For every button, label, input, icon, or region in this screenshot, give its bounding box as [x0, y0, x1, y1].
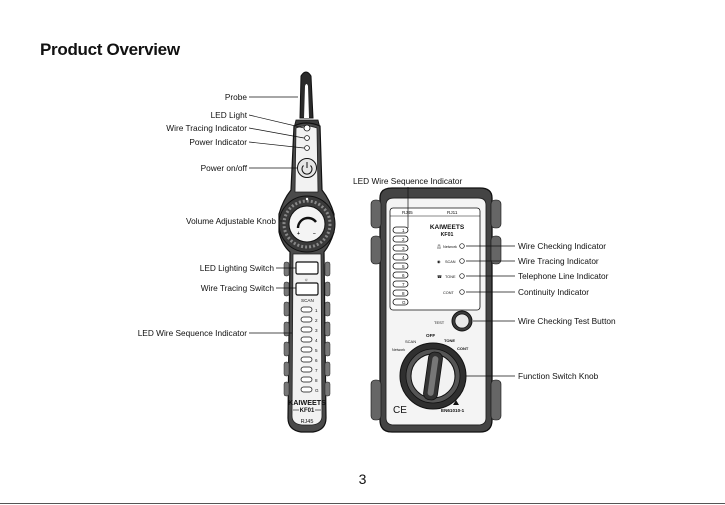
- dial-cont-label: CONT: [457, 346, 469, 351]
- receiver-led-num: G: [402, 300, 406, 305]
- receiver-led-num: 4: [402, 255, 405, 260]
- receiver-led-num: 2: [402, 237, 405, 242]
- receiver-led-num: 6: [402, 273, 405, 278]
- phone-icon: ☎: [437, 274, 442, 279]
- label-led-light: LED Light: [211, 110, 248, 120]
- probe-led-num: 2: [315, 318, 318, 323]
- probe-led-num: 8: [315, 378, 318, 383]
- indicator-tone-label: TONE: [445, 275, 456, 279]
- standard-label: EN61010-1: [441, 408, 465, 413]
- dial-scan-label: SCAN: [405, 339, 416, 344]
- page-title: Product Overview: [40, 40, 180, 59]
- indicator-network-label: Network: [443, 245, 457, 249]
- label-continuity-indicator: Continuity Indicator: [518, 287, 589, 297]
- label-telephone-line-indicator: Telephone Line Indicator: [518, 271, 609, 281]
- receiver-device: RJ45 RJ11 1 2 3 4 5 6 7 8 G KAIWEETS KF0…: [370, 187, 502, 433]
- label-led-lighting-switch: LED Lighting Switch: [200, 263, 275, 273]
- test-label: TEST: [434, 320, 445, 325]
- label-power-onoff: Power on/off: [201, 163, 248, 173]
- wire-tracing-switch[interactable]: [295, 282, 319, 296]
- receiver-model: KF01: [441, 232, 454, 238]
- label-probe: Probe: [225, 92, 248, 102]
- probe-port: RJ45: [301, 419, 314, 425]
- label-function-switch-knob: Function Switch Knob: [518, 371, 599, 381]
- probe-model: KF01: [300, 408, 315, 414]
- label-power-indicator: Power Indicator: [189, 137, 247, 147]
- receiver-led-num: 8: [402, 291, 405, 296]
- receiver-led-num: 5: [402, 264, 405, 269]
- network-icon: 品: [437, 244, 441, 249]
- probe-brand: KAIWEETS: [288, 398, 326, 407]
- probe-led-sequence: 1 2 3 4 5 6 7 8 G: [300, 306, 319, 393]
- warning-icon: [453, 400, 459, 405]
- receiver-led-sequence: 1 2 3 4 5 6 7 8 G: [392, 226, 409, 306]
- receiver-led-num: 1: [402, 228, 405, 233]
- volume-minus-label: −: [313, 231, 316, 237]
- probe-led-num: 5: [315, 348, 318, 353]
- label-wire-tracing-switch: Wire Tracing Switch: [201, 283, 275, 293]
- receiver-indicators: 品 Network ◉ SCAN ☎ TONE CONT: [437, 243, 465, 295]
- probe-device: + − ☼ SCAN 1 2 3 4 5 6 7 8 G: [278, 71, 336, 433]
- label-receiver-led-sequence: LED Wire Sequence Indicator: [353, 176, 463, 186]
- volume-plus-label: +: [297, 231, 300, 237]
- probe-led-num: 7: [315, 368, 318, 373]
- scan-icon: ◉: [437, 259, 441, 264]
- probe-led-num: 4: [315, 338, 318, 343]
- indicator-cont-label: CONT: [443, 291, 454, 295]
- label-wire-tracing-indicator: Wire Tracing Indicator: [166, 123, 247, 133]
- probe-led-num: 3: [315, 328, 318, 333]
- label-receiver-wire-tracing-indicator: Wire Tracing Indicator: [518, 256, 599, 266]
- led-lighting-switch[interactable]: [295, 261, 319, 275]
- probe-led-num: G: [315, 388, 319, 393]
- port-rj11-label: RJ11: [447, 210, 458, 215]
- probe-callout-lines: [248, 96, 305, 334]
- dial-tone-label: TONE: [444, 338, 455, 343]
- bottom-rule: [0, 503, 725, 504]
- label-wire-checking-indicator: Wire Checking Indicator: [518, 241, 606, 251]
- indicator-scan-label: SCAN: [445, 260, 456, 264]
- scan-label: SCAN: [301, 298, 314, 303]
- receiver-callout-lines: [407, 187, 515, 377]
- probe-led-num: 1: [315, 308, 318, 313]
- label-volume-knob: Volume Adjustable Knob: [186, 216, 276, 226]
- page-number: 3: [358, 471, 367, 487]
- receiver-brand: KAIWEETS: [430, 224, 465, 231]
- dial-off-label: OFF: [426, 333, 435, 338]
- label-probe-led-sequence: LED Wire Sequence Indicator: [138, 328, 248, 338]
- label-wire-checking-test-button: Wire Checking Test Button: [518, 316, 616, 326]
- probe-led-num: 6: [315, 358, 318, 363]
- port-rj45-label: RJ45: [402, 210, 413, 215]
- sun-icon: ☼: [304, 277, 308, 282]
- dial-network-label: Network: [392, 348, 405, 352]
- ce-mark: CE: [393, 405, 407, 416]
- receiver-led-num: 3: [402, 246, 405, 251]
- receiver-led-num: 7: [402, 282, 405, 287]
